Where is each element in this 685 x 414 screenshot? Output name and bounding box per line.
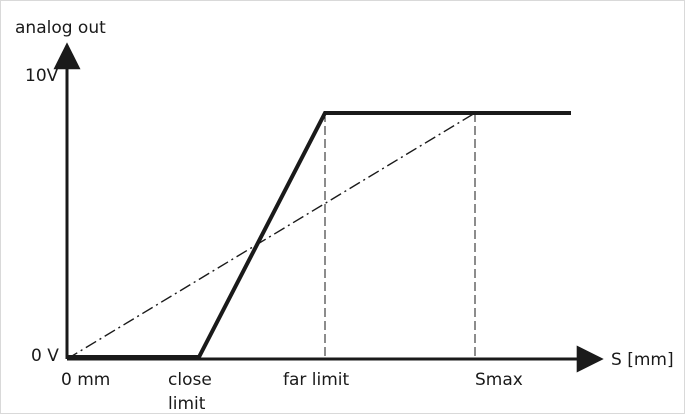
x-tick-smax: Smax xyxy=(475,370,523,390)
x-tick-far-limit: far limit xyxy=(283,370,350,390)
x-axis-label: S [mm] xyxy=(611,350,674,370)
y-tick-0v: 0 V xyxy=(31,346,59,366)
y-axis-label: analog out xyxy=(15,18,106,38)
x-tick-close-limit-line2: limit xyxy=(168,394,206,414)
y-tick-10v: 10V xyxy=(25,66,59,86)
linear-characteristic-line xyxy=(66,112,476,360)
x-tick-0mm: 0 mm xyxy=(61,370,110,390)
x-tick-close-limit-line1: close xyxy=(168,370,212,390)
taught-characteristic-line xyxy=(67,111,571,359)
